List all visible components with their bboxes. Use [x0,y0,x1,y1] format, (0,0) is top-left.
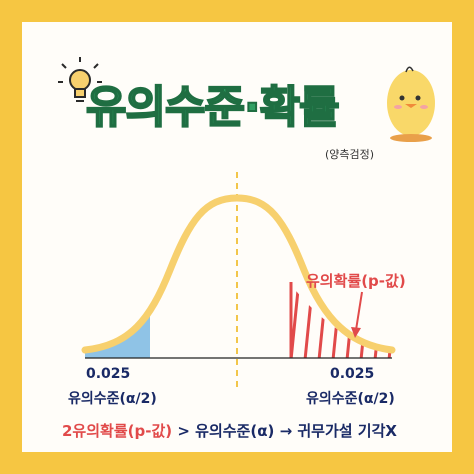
lightbulb-icon [58,57,102,102]
page-title: 유의수준·확률 [85,82,341,133]
pvalue-annotation: 유의확률(p-값) [306,272,406,290]
chick-icon [387,66,435,142]
left-tail-label: 유의수준(α/2) [68,391,157,407]
conclusion-text: 2유의확률(p-값) > 유의수준(α) → 귀무가설 기각X [62,420,397,441]
bell-curve [81,194,396,354]
card-background [22,22,452,452]
annotation-arrow [351,291,363,338]
subtitle: (양측검정) [325,148,375,161]
right-tail-value: 0.025 [330,366,375,382]
right-tail-label: 유의수준(α/2) [306,391,395,407]
conclusion-pvalue-part: 2유의확률(p-값) [62,422,173,440]
conclusion-rest-part: > 유의수준(α) → 귀무가설 기각X [172,422,397,440]
left-tail-value: 0.025 [86,366,131,382]
